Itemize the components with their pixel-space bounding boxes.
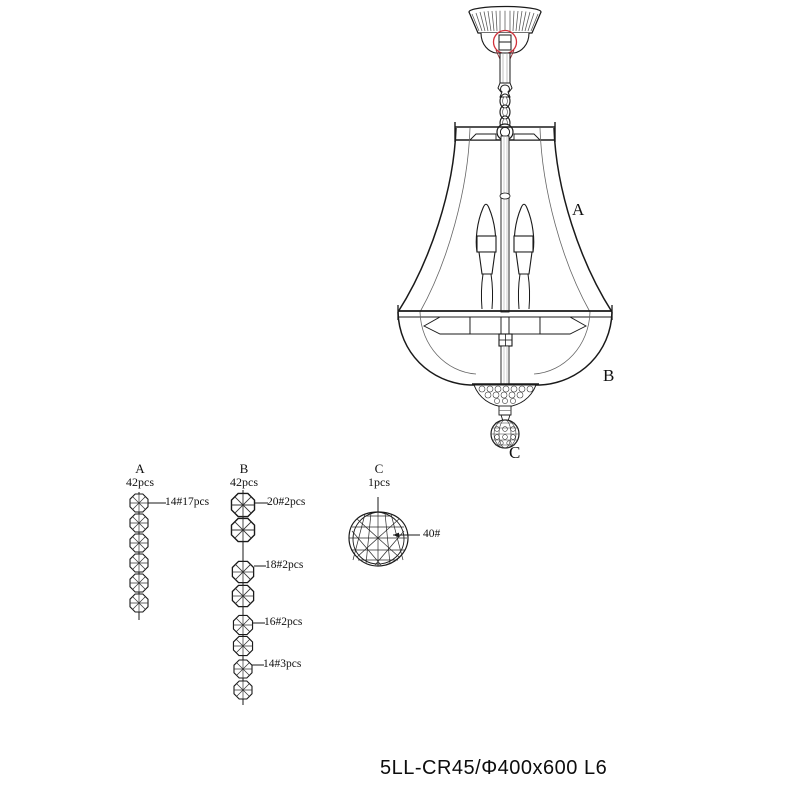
legend-letter-a: A bbox=[135, 461, 145, 476]
ceiling-canopy bbox=[468, 5, 542, 60]
legend-letter-c: C bbox=[374, 461, 384, 476]
legend-tag-b-4: 14#3pcs bbox=[263, 658, 302, 670]
legend-tag-b-2: 18#2pcs bbox=[265, 559, 304, 571]
legend-pcs-c: 1pcs bbox=[368, 475, 390, 489]
callout-label-b: B bbox=[603, 366, 615, 385]
hanging-chain bbox=[496, 93, 514, 141]
top-ring-plate bbox=[454, 122, 556, 142]
legend-strand-A bbox=[129, 492, 166, 620]
drawing-title: 5LL-CR45/Φ400x600 L6 bbox=[380, 757, 608, 779]
legend-tag-b-3: 16#2pcs bbox=[264, 616, 303, 628]
candle-lamp-left bbox=[475, 203, 497, 310]
callout-label-a: A bbox=[572, 200, 585, 219]
legend-ball-C bbox=[348, 497, 420, 567]
upper-basket-frame-A bbox=[397, 127, 613, 313]
mid-plate bbox=[397, 305, 613, 347]
legend-tag-c-1: 40# bbox=[423, 528, 441, 540]
callout-label-c: C bbox=[509, 443, 521, 462]
legend-pcs-b: 42pcs bbox=[230, 475, 258, 489]
center-rod bbox=[499, 135, 511, 313]
bottom-finial-plate bbox=[472, 383, 539, 422]
crystal-ball-C bbox=[490, 419, 520, 449]
legend-letter-b: B bbox=[239, 461, 249, 476]
legend-strand-B bbox=[230, 490, 268, 705]
legend-tag-a-1: 14#17pcs bbox=[165, 496, 210, 508]
legend-tag-b-1: 20#2pcs bbox=[267, 496, 306, 508]
legend-pcs-a: 42pcs bbox=[126, 475, 154, 489]
suspension-rod bbox=[497, 52, 513, 98]
candle-lamp-right bbox=[513, 203, 535, 310]
